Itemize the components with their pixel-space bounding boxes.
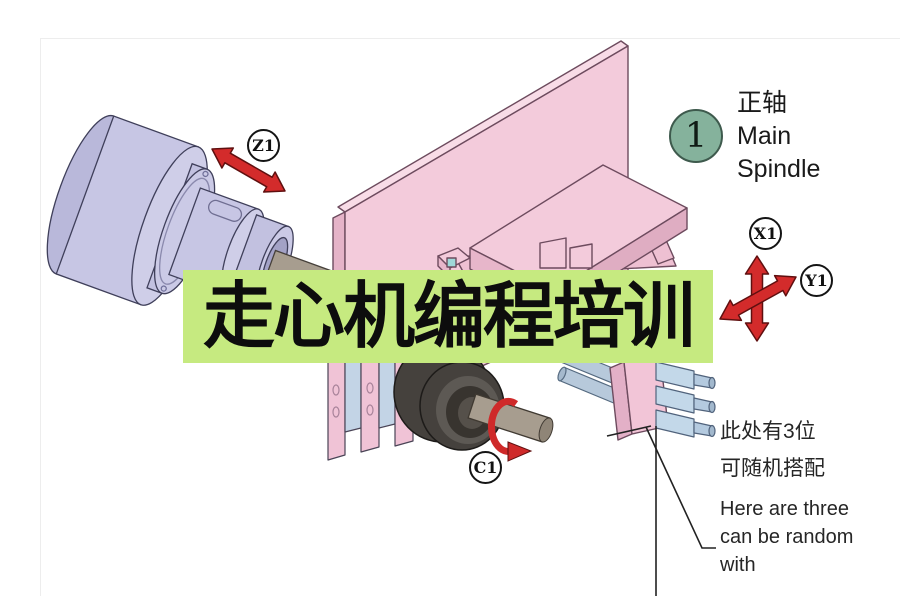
guide-bushing: [393, 341, 554, 451]
tool-note-zh1: 此处有3位: [720, 420, 816, 443]
callout-number-badge: 1: [669, 109, 723, 163]
tool-note-zh2: 可随机搭配: [720, 457, 825, 480]
back-tools-right: [655, 361, 716, 438]
tool-note-en2: can be random: [720, 526, 854, 548]
callout-number-text: 1: [684, 116, 708, 156]
z-axis-arrow-icon: [211, 147, 286, 193]
x-axis-label: X1: [749, 217, 782, 250]
main-spindle-label-en2: Spindle: [737, 155, 821, 183]
image-frame-border: [40, 38, 900, 596]
x-axis-label-text: X1: [753, 224, 778, 243]
main-spindle-label-en1: Main: [737, 122, 792, 150]
c-axis-label: C1: [469, 451, 502, 484]
z-axis-label: Z1: [247, 129, 280, 162]
watermark-banner: 走心机编程培训: [183, 270, 713, 363]
leader-lines: [606, 425, 716, 596]
main-spindle-label-zh: 正轴: [737, 89, 788, 117]
tool-note-en1: Here are three: [720, 498, 849, 520]
c-axis-label-text: C1: [473, 458, 498, 477]
tool-positions-note: 此处有3位 可随机搭配 Here are three can be random…: [720, 413, 853, 579]
main-spindle-callout-label: 正轴 Main Spindle: [737, 87, 820, 186]
c-axis-rotation-icon: [487, 397, 533, 462]
y-axis-label-text: Y1: [805, 271, 828, 290]
y-axis-arrow-icon: [719, 274, 797, 322]
back-tool-block: [545, 342, 716, 441]
tool-note-en3: with: [720, 554, 756, 576]
y-axis-label: Y1: [800, 264, 833, 297]
z-axis-label-text: Z1: [252, 136, 275, 155]
watermark-text: 走心机编程培训: [202, 274, 695, 358]
